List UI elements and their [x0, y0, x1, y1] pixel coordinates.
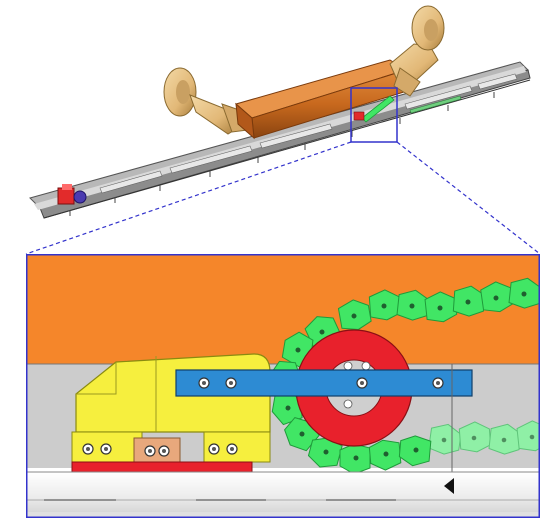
tube-rail [26, 471, 540, 518]
right-roller [389, 5, 445, 97]
copper-plate [133, 437, 181, 463]
leader-line-right [396, 141, 541, 255]
leader-line-left [25, 141, 352, 255]
callout [25, 87, 541, 255]
drive-unit [57, 184, 87, 205]
chain-hint [353, 95, 395, 123]
detail-frame [26, 254, 540, 518]
detail-view [26, 254, 540, 518]
zoom-box [350, 87, 398, 143]
blue-bar [175, 364, 473, 518]
left-roller [163, 67, 249, 135]
rail-track [29, 61, 531, 219]
overview-model [29, 5, 531, 219]
